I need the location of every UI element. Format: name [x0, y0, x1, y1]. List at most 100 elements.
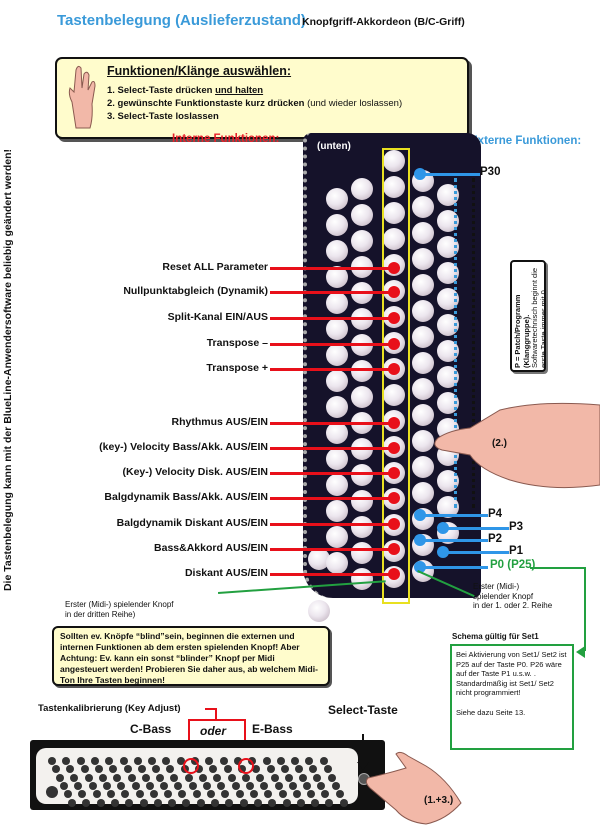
internal-function-key[interactable]: [388, 312, 400, 324]
bass-button[interactable]: [70, 773, 79, 782]
treble-button[interactable]: [326, 526, 348, 548]
external-patch-key-p0[interactable]: [414, 561, 426, 573]
bass-button[interactable]: [284, 773, 293, 782]
bass-button[interactable]: [52, 765, 60, 774]
treble-button[interactable]: [437, 470, 459, 492]
bass-button[interactable]: [274, 781, 283, 790]
bass-button[interactable]: [56, 773, 64, 782]
bass-button[interactable]: [245, 781, 254, 790]
bass-button[interactable]: [260, 781, 269, 790]
bass-button[interactable]: [166, 765, 175, 774]
treble-button[interactable]: [351, 464, 373, 486]
external-patch-key[interactable]: [414, 168, 426, 180]
internal-function-key[interactable]: [388, 262, 400, 274]
bass-button[interactable]: [164, 790, 173, 799]
bass-button[interactable]: [307, 790, 316, 799]
bass-button[interactable]: [241, 773, 250, 782]
treble-button[interactable]: [437, 314, 459, 336]
treble-button[interactable]: [326, 448, 348, 470]
bass-button[interactable]: [84, 773, 93, 782]
bass-button[interactable]: [174, 781, 183, 790]
treble-button[interactable]: [412, 456, 434, 478]
treble-button[interactable]: [351, 516, 373, 538]
bass-button[interactable]: [184, 773, 193, 782]
bass-button[interactable]: [321, 790, 330, 799]
bass-button[interactable]: [231, 781, 240, 790]
treble-button[interactable]: [351, 386, 373, 408]
bass-button[interactable]: [235, 790, 244, 799]
bass-button[interactable]: [303, 781, 312, 790]
bass-button[interactable]: [213, 773, 222, 782]
bass-button[interactable]: [78, 790, 87, 799]
bass-button[interactable]: [219, 757, 228, 765]
bass-button[interactable]: [113, 773, 122, 782]
external-patch-key[interactable]: [437, 522, 449, 534]
bass-button[interactable]: [62, 757, 71, 765]
bass-button[interactable]: [156, 773, 165, 782]
bass-button[interactable]: [268, 798, 277, 807]
bass-button[interactable]: [105, 757, 114, 765]
bass-button[interactable]: [145, 781, 154, 790]
treble-button[interactable]: [326, 422, 348, 444]
c-bass-key-marker[interactable]: [183, 758, 199, 774]
bass-button[interactable]: [137, 765, 146, 774]
internal-function-key[interactable]: [388, 543, 400, 555]
bass-button[interactable]: [195, 765, 203, 774]
bass-button[interactable]: [153, 798, 162, 807]
bass-button[interactable]: [141, 773, 150, 782]
bass-button[interactable]: [233, 757, 242, 765]
treble-button[interactable]: [383, 202, 405, 224]
treble-button[interactable]: [326, 240, 348, 262]
bass-button[interactable]: [96, 798, 105, 807]
treble-button[interactable]: [412, 274, 434, 296]
bass-button[interactable]: [209, 765, 218, 774]
treble-button[interactable]: [383, 384, 405, 406]
bass-button[interactable]: [135, 790, 144, 799]
bass-button[interactable]: [127, 773, 136, 782]
internal-function-key[interactable]: [388, 286, 400, 298]
internal-function-key[interactable]: [388, 442, 400, 454]
bass-button[interactable]: [227, 773, 236, 782]
bass-button[interactable]: [339, 798, 348, 807]
bass-button[interactable]: [276, 757, 285, 765]
bass-button[interactable]: [117, 781, 126, 790]
bass-button[interactable]: [160, 781, 169, 790]
treble-button[interactable]: [308, 548, 330, 570]
bass-button[interactable]: [170, 773, 179, 782]
bass-button[interactable]: [278, 790, 287, 799]
e-bass-key-marker[interactable]: [238, 758, 254, 774]
bass-button[interactable]: [88, 781, 97, 790]
treble-button[interactable]: [437, 184, 459, 206]
treble-button[interactable]: [412, 482, 434, 504]
bass-button[interactable]: [121, 790, 130, 799]
treble-button[interactable]: [412, 352, 434, 374]
bass-button[interactable]: [106, 790, 115, 799]
treble-button[interactable]: [437, 288, 459, 310]
treble-button[interactable]: [412, 196, 434, 218]
treble-button[interactable]: [326, 214, 348, 236]
treble-button[interactable]: [437, 392, 459, 414]
bass-button[interactable]: [68, 798, 76, 807]
treble-button[interactable]: [437, 496, 459, 518]
bass-button[interactable]: [176, 757, 185, 765]
internal-function-key[interactable]: [388, 338, 400, 350]
bass-button[interactable]: [131, 781, 140, 790]
bass-button[interactable]: [253, 798, 262, 807]
bass-button[interactable]: [110, 798, 119, 807]
treble-button[interactable]: [412, 378, 434, 400]
bass-button[interactable]: [309, 765, 318, 774]
treble-button[interactable]: [351, 360, 373, 382]
internal-function-key[interactable]: [388, 518, 400, 530]
treble-button[interactable]: [412, 404, 434, 426]
treble-button[interactable]: [437, 210, 459, 232]
treble-button[interactable]: [383, 150, 405, 172]
treble-button[interactable]: [412, 430, 434, 452]
treble-button[interactable]: [326, 266, 348, 288]
treble-button[interactable]: [326, 370, 348, 392]
internal-function-key[interactable]: [388, 568, 400, 580]
bass-button[interactable]: [295, 765, 304, 774]
treble-button[interactable]: [326, 552, 348, 574]
bass-button[interactable]: [331, 781, 340, 790]
bass-button[interactable]: [94, 765, 103, 774]
treble-button[interactable]: [437, 340, 459, 362]
